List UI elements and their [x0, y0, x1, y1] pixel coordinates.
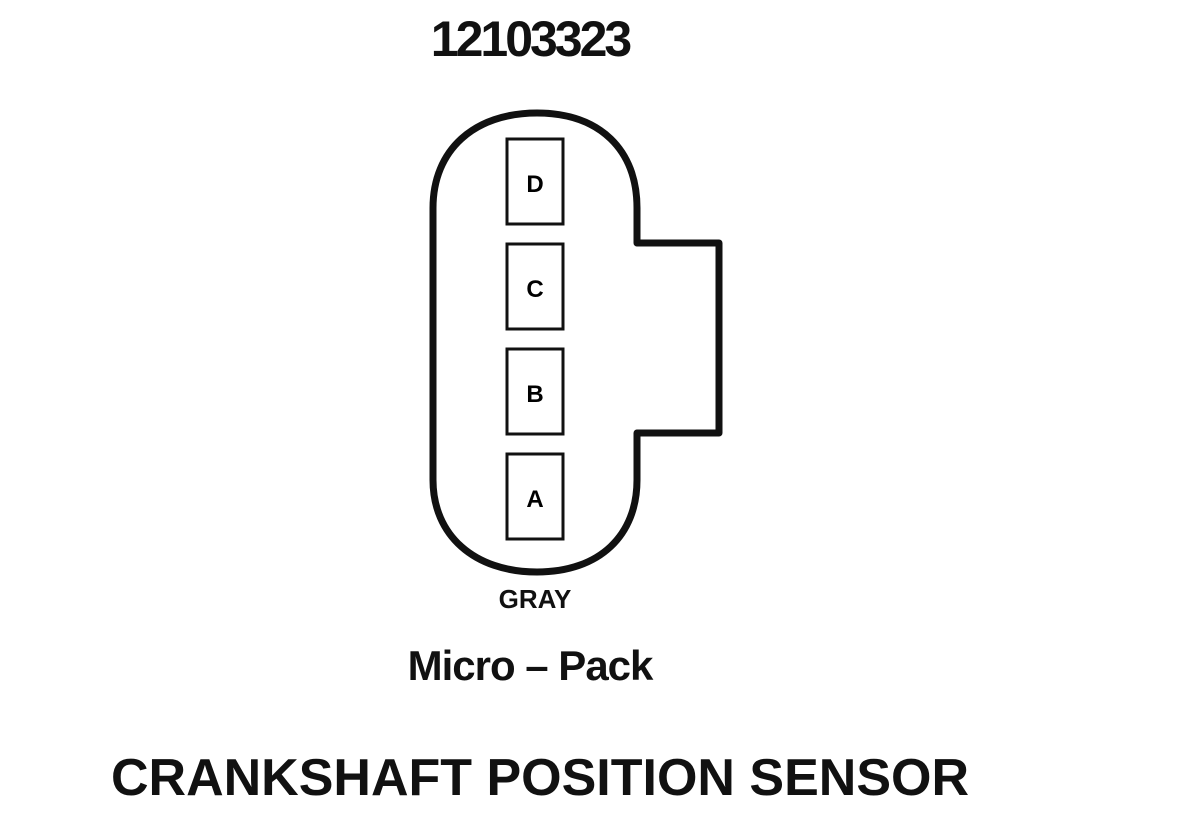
connector-type-label: Micro – Pack [407, 642, 654, 689]
pin-cavity-c: C [505, 242, 565, 331]
pin-cavity-d: D [505, 137, 565, 226]
pin-label-c: C [526, 276, 543, 303]
pin-label-d: D [526, 171, 543, 198]
pin-cavity-a: A [505, 452, 565, 541]
pin-label-b: B [526, 381, 543, 408]
connector-body-outline [429, 109, 723, 576]
sensor-name: CRANKSHAFT POSITION SENSOR [110, 749, 970, 807]
connector-color-label: GRAY [498, 584, 572, 614]
pin-label-a: A [526, 486, 543, 513]
part-number: 12103323 [430, 11, 632, 67]
pin-cavity-b: B [505, 347, 565, 436]
